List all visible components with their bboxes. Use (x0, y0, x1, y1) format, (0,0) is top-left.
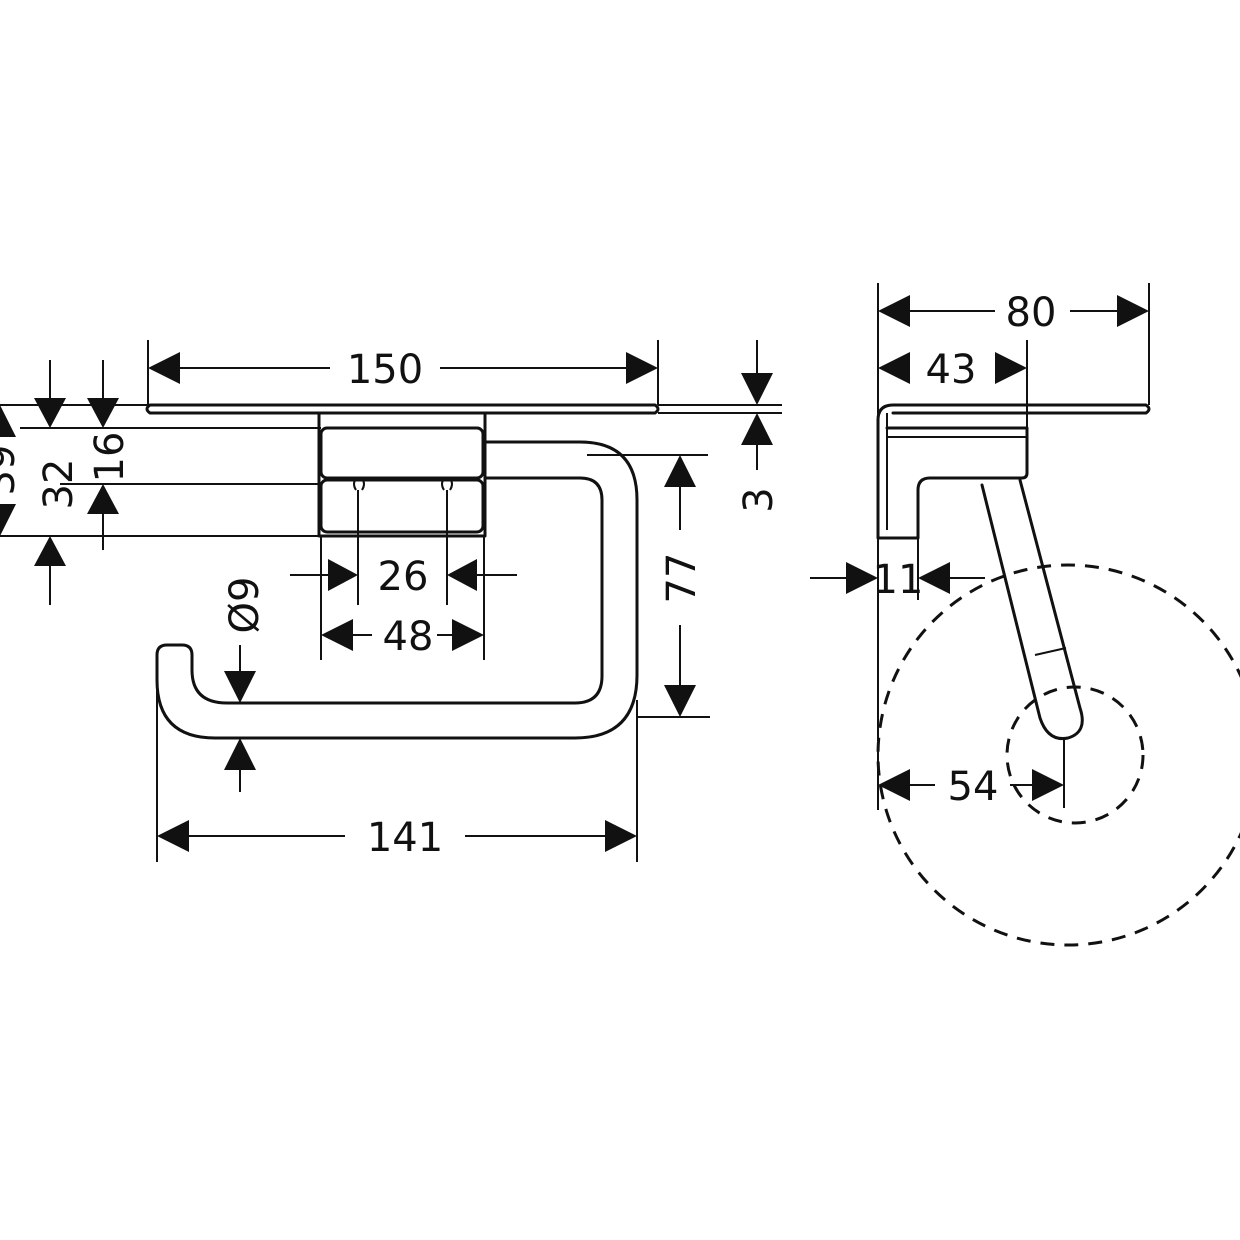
side-arm-rod (980, 478, 1084, 741)
dim-141-label: 141 (367, 815, 443, 861)
dimension-3: 3 (736, 340, 782, 513)
dimension-150: 150 (148, 347, 658, 393)
dim-48-label: 48 (383, 614, 434, 660)
screw-hole-left (353, 477, 365, 491)
dim-16-label: 16 (87, 432, 133, 483)
dim-39-label: 39 (0, 445, 24, 496)
dim-11-label: 11 (873, 557, 924, 603)
mount-block-inner-top (319, 426, 485, 480)
dimension-80: 80 (878, 290, 1149, 336)
dimension-48: 48 (321, 614, 484, 660)
dimension-32: 32 (34, 360, 82, 605)
front-view: 150 3 39 32 16 (0, 340, 782, 862)
dim-3-label: 3 (736, 487, 782, 512)
dimension-54: 54 (878, 764, 1064, 810)
side-view: 80 43 11 54 (810, 283, 1240, 947)
dim-77-label: 77 (659, 553, 705, 604)
dimension-11: 11 (810, 557, 985, 603)
roll-outer-circle (876, 563, 1240, 947)
screw-hole-right (441, 477, 453, 491)
dim-32-label: 32 (36, 459, 82, 510)
dimension-39: 39 (0, 405, 24, 536)
mount-block-outer (317, 411, 487, 538)
dim-dia9-label: Ø9 (222, 577, 268, 634)
dim-80-label: 80 (1006, 290, 1057, 336)
side-shelf-plate (876, 403, 1151, 422)
side-arm-joint (1034, 647, 1067, 656)
dimension-dia9: Ø9 (222, 577, 268, 792)
dim-54-label: 54 (948, 764, 999, 810)
dimension-26: 26 (290, 554, 517, 600)
dimension-141: 141 (157, 815, 637, 861)
holder-arm (155, 440, 639, 740)
dimension-43: 43 (878, 347, 1027, 393)
dim-43-label: 43 (926, 347, 977, 393)
side-bracket (876, 418, 1029, 540)
mount-block-inner-bottom (319, 478, 485, 534)
dimension-77: 77 (659, 455, 705, 717)
dim-150-label: 150 (347, 347, 423, 393)
shelf-plate (145, 403, 660, 415)
dimension-16: 16 (87, 360, 133, 550)
roll-core-circle (1005, 685, 1145, 825)
dim-26-label: 26 (378, 554, 429, 600)
